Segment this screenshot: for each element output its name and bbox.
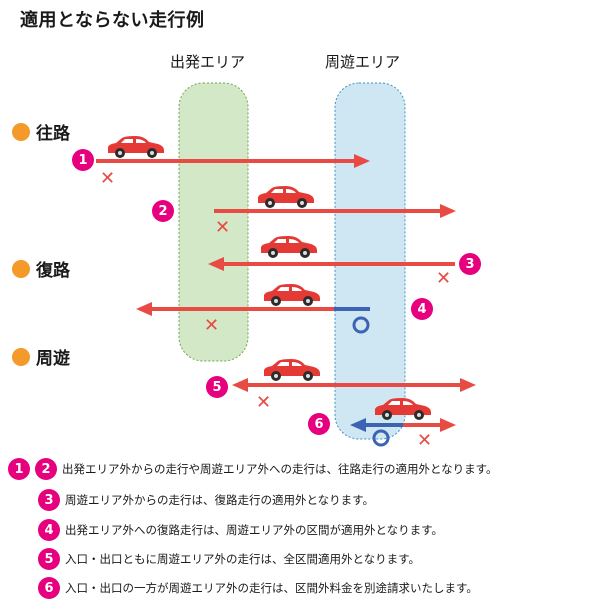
example-5: ✕ (232, 359, 476, 413)
bullet-icon (12, 122, 30, 141)
example-3: ✕ (208, 236, 455, 289)
note-text: 入口・出口の一方が周遊エリア外の走行は、区間外料金を別途請求いたします。 (65, 581, 478, 595)
note-row: 4 出発エリア外への復路走行は、周遊エリア外の区間が適用外となります。 (38, 519, 443, 541)
route-return: 復路 (12, 256, 70, 281)
route-tour-label: 周遊 (36, 349, 70, 369)
route-return-label: 復路 (36, 261, 70, 281)
surrounding-zone (334, 82, 406, 440)
bullet-icon (12, 347, 30, 366)
note-text: 出発エリア外への復路走行は、周遊エリア外の区間が適用外となります。 (65, 523, 444, 537)
badge-2: 2 (152, 200, 174, 222)
cross-icon: ✕ (204, 315, 219, 336)
cross-icon: ✕ (215, 217, 230, 238)
route-outbound-label: 往路 (36, 124, 70, 144)
route-diagram: ✕ ✕ ✕ ✕ ✕ ✕ (96, 82, 476, 450)
route-outbound: 往路 (12, 119, 70, 144)
note-badge: 2 (35, 458, 57, 480)
surrounding-zone-label: 周遊エリア (325, 53, 401, 71)
note-text: 出発エリア外からの走行や周遊エリア外への走行は、往路走行の適用外となります。 (62, 462, 498, 476)
note-badge: 4 (38, 519, 60, 541)
car-icon (108, 136, 164, 158)
example-4: ✕ (136, 284, 370, 336)
badge-1: 1 (72, 149, 94, 171)
cross-icon: ✕ (256, 392, 271, 413)
note-row: 5 入口・出口ともに周遊エリア外の走行は、全区間適用外となります。 (38, 548, 420, 570)
note-badge: 3 (38, 489, 60, 511)
car-icon (258, 186, 314, 208)
car-icon (261, 236, 317, 258)
badge-6: 6 (308, 413, 330, 435)
badge-5: 5 (206, 376, 228, 398)
note-row: 3 周遊エリア外からの走行は、復路走行の適用外となります。 (38, 489, 374, 511)
note-row: 1 2 出発エリア外からの走行や周遊エリア外への走行は、往路走行の適用外となりま… (8, 458, 498, 480)
example-1: ✕ (96, 136, 370, 189)
note-badge: 1 (8, 458, 30, 480)
origin-zone (178, 82, 249, 362)
bullet-icon (12, 259, 30, 278)
circle-icon (352, 316, 370, 334)
car-icon (264, 284, 320, 306)
route-tour: 周遊 (12, 344, 70, 369)
note-badge: 6 (38, 577, 60, 599)
example-6: ✕ (350, 398, 456, 450)
example-2: ✕ (214, 186, 456, 238)
car-icon (264, 359, 320, 381)
circle-icon (372, 429, 390, 447)
cross-icon: ✕ (436, 268, 451, 289)
cross-icon: ✕ (417, 430, 432, 450)
cross-icon: ✕ (100, 168, 115, 189)
note-badge: 5 (38, 548, 60, 570)
page-title: 適用とならない走行例 (20, 10, 205, 31)
note-row: 6 入口・出口の一方が周遊エリア外の走行は、区間外料金を別途請求いたします。 (38, 577, 478, 599)
origin-zone-label: 出発エリア (170, 53, 246, 71)
badge-4: 4 (411, 298, 433, 320)
badge-3: 3 (459, 253, 481, 275)
note-text: 入口・出口ともに周遊エリア外の走行は、全区間適用外となります。 (65, 552, 421, 566)
note-text: 周遊エリア外からの走行は、復路走行の適用外となります。 (65, 493, 375, 507)
